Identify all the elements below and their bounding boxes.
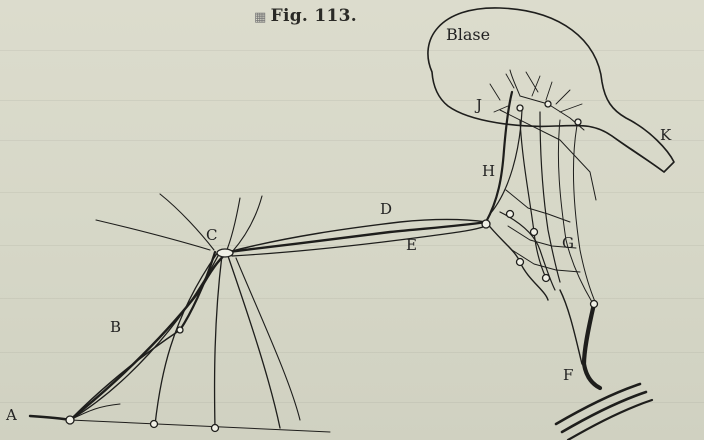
label-j: J bbox=[474, 96, 482, 114]
label-d: D bbox=[380, 200, 392, 218]
nerve-fiber bbox=[500, 110, 596, 200]
ureter-lower-line bbox=[612, 136, 664, 172]
nerve-segment-e bbox=[232, 226, 486, 256]
nerve-fiber bbox=[155, 252, 218, 425]
nerve-fiber bbox=[520, 120, 546, 278]
label-c: C bbox=[206, 226, 217, 244]
ganglion-node bbox=[66, 416, 74, 424]
nerve-fiber bbox=[574, 120, 596, 304]
label-k: K bbox=[660, 126, 672, 144]
ganglion-node bbox=[507, 211, 514, 218]
nerve-fiber bbox=[236, 258, 300, 420]
ganglion-node bbox=[212, 425, 219, 432]
ganglion-node bbox=[545, 101, 551, 107]
ganglion-c bbox=[217, 249, 233, 257]
label-f: F bbox=[563, 366, 573, 384]
ganglion-node bbox=[151, 421, 158, 428]
nerve-f bbox=[584, 304, 600, 388]
nerve-fiber bbox=[526, 72, 582, 112]
ganglion-node bbox=[591, 301, 598, 308]
nerve-fiber bbox=[215, 255, 222, 428]
ganglion-node bbox=[517, 105, 523, 111]
label-blase: Blase bbox=[446, 25, 490, 44]
ganglion-node bbox=[543, 275, 550, 282]
nerve-f-thin bbox=[560, 290, 582, 364]
ganglion-node bbox=[531, 229, 538, 236]
ganglion-node bbox=[517, 259, 524, 266]
ganglion-node bbox=[482, 220, 490, 228]
nerve-fiber bbox=[540, 112, 560, 282]
label-e: E bbox=[406, 236, 417, 254]
main-nerve-trunk bbox=[30, 222, 486, 420]
vessel-band bbox=[556, 384, 640, 424]
label-h: H bbox=[482, 162, 495, 180]
nerve-fiber bbox=[70, 252, 220, 420]
nerve-fiber bbox=[490, 74, 514, 112]
ganglion-node bbox=[575, 119, 581, 125]
nerve-h bbox=[486, 92, 512, 222]
label-a: A bbox=[5, 406, 17, 424]
label-g: G bbox=[562, 234, 574, 252]
nerve-fiber bbox=[232, 196, 262, 252]
ganglion-node bbox=[177, 327, 183, 333]
label-b: B bbox=[110, 318, 121, 336]
nerve-fiber bbox=[70, 420, 330, 432]
